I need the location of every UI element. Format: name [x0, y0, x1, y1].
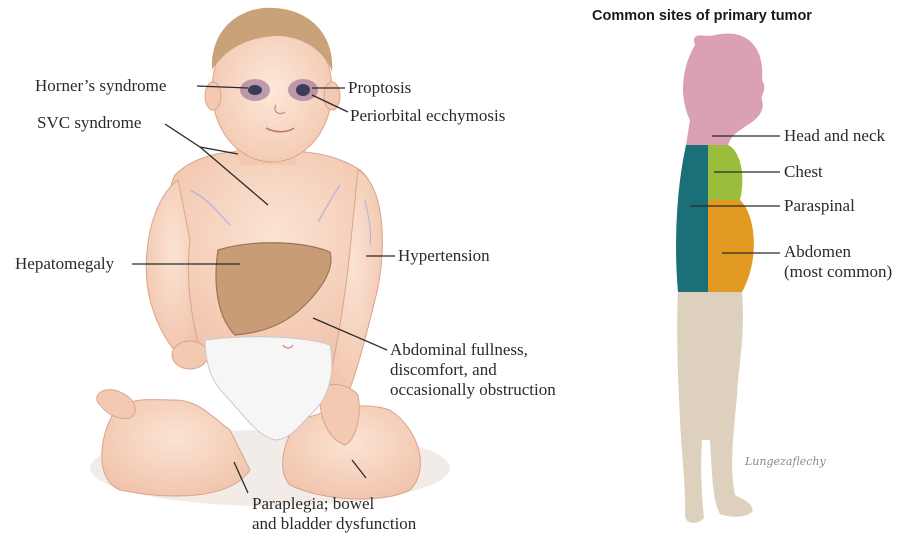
- abdomen-region: [708, 200, 754, 292]
- label-periorbital-ecchymosis: Periorbital ecchymosis: [350, 106, 505, 125]
- label-hypertension: Hypertension: [398, 246, 490, 265]
- paraspinal-region: [676, 145, 708, 292]
- head-neck-region: [683, 33, 764, 145]
- label-abdomen: Abdomen: [784, 242, 851, 261]
- body-silhouette: [676, 33, 764, 522]
- label-paraplegia-line-1: Paraplegia; bowel: [252, 494, 374, 513]
- label-abdominal-line-2: discomfort, and: [390, 360, 497, 379]
- label-abdominal-line-1: Abdominal fullness,: [390, 340, 528, 359]
- label-paraspinal: Paraspinal: [784, 196, 855, 215]
- label-svc-syndrome: SVC syndrome: [37, 113, 141, 132]
- silhouette-title: Common sites of primary tumor: [592, 8, 812, 24]
- artist-signature: Lungezaflechy: [745, 455, 826, 468]
- label-head-and-neck: Head and neck: [784, 126, 885, 145]
- label-hepatomegaly: Hepatomegaly: [15, 254, 114, 273]
- label-chest: Chest: [784, 162, 823, 181]
- lower-body-region: [677, 292, 752, 523]
- label-horners-syndrome: Horner’s syndrome: [35, 76, 166, 95]
- label-paraplegia-line-2: and bladder dysfunction: [252, 514, 416, 533]
- label-abdominal-line-3: occasionally obstruction: [390, 380, 556, 399]
- label-proptosis: Proptosis: [348, 78, 411, 97]
- label-abdomen-most-common: (most common): [784, 262, 892, 281]
